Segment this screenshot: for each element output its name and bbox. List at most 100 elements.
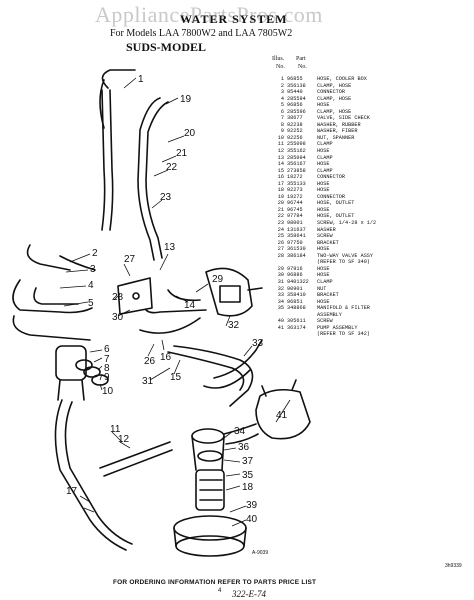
part-no: 358641	[287, 233, 306, 240]
part-no: 348868	[287, 305, 306, 312]
illus-no: 34	[277, 298, 284, 305]
callout-27: 27	[124, 254, 136, 265]
part-no: 273858	[287, 167, 306, 174]
illus-no: 19	[277, 193, 284, 200]
part-no: 38677	[287, 115, 303, 122]
part-description: SCREW	[317, 233, 333, 240]
hose-16	[99, 441, 173, 477]
parts-list-row: (REFER TO SF 340)	[272, 259, 468, 266]
hose-12	[54, 399, 127, 551]
parts-list-row: ASSEMBLY	[272, 312, 468, 319]
callout-36: 36	[238, 442, 250, 453]
part-description: CLAMP	[317, 141, 333, 148]
part-description: HOSE, COOLER BOX	[317, 76, 367, 82]
part-no: 96744	[287, 200, 303, 207]
part-no: 97784	[287, 213, 303, 220]
part-no: 96855	[287, 76, 303, 82]
callout-28: 28	[112, 292, 124, 303]
part-description: WASHER	[317, 226, 336, 233]
watermark-text: AppliancePartsPros.com	[95, 2, 323, 27]
callout-7: 7	[104, 354, 110, 365]
part-no: 97750	[287, 239, 303, 246]
part-no: 18272	[287, 193, 303, 200]
illus-no: 9	[280, 128, 284, 135]
header-illus: Illus.	[272, 56, 285, 62]
part-description: HOSE	[317, 265, 330, 272]
catalog-code: 3h9339	[445, 563, 462, 569]
illus-no: 29	[277, 265, 284, 272]
callout-1: 1	[138, 74, 144, 85]
part-no: 358410	[287, 292, 306, 299]
part-description: HOSE	[317, 272, 330, 279]
page-number: 4	[218, 588, 222, 594]
part-description: VALVE, SIDE CHECK	[317, 115, 370, 122]
part-description: CLAMP, HOSE	[317, 95, 352, 102]
part-no: 355162	[287, 148, 306, 155]
part-no: 18272	[287, 174, 303, 181]
part-description: CLAMP	[317, 154, 333, 161]
illus-no: 33	[277, 292, 284, 299]
hose-left-loop	[12, 279, 93, 314]
illus-no: 31	[277, 278, 284, 285]
part-no: 386184	[287, 252, 306, 259]
model-subtitle: For Models LAA 7800W2 and LAA 7805W2	[110, 28, 293, 39]
part-no: 285094	[287, 154, 306, 161]
part-no: 361530	[287, 246, 306, 253]
illus-no: 24	[277, 226, 284, 233]
part-description: CLAMP, HOSE	[317, 108, 352, 115]
callout-9: 9	[104, 372, 110, 383]
hose-left-vertical	[101, 89, 106, 231]
callout-10: 10	[102, 386, 114, 397]
illus-no: 7	[280, 115, 284, 122]
illus-no: 1	[280, 76, 284, 82]
part-description: CONNECTOR	[317, 193, 346, 200]
part-description: HOSE	[317, 148, 330, 155]
part-no: 96851	[287, 298, 303, 305]
illus-no: 18	[277, 187, 284, 194]
callout-14-upper: 14	[184, 300, 196, 311]
callout-13-upper: 13	[164, 242, 176, 253]
callout-17: 17	[66, 486, 78, 497]
callout-11: 11	[110, 424, 121, 435]
illus-no: 12	[277, 148, 284, 155]
illus-no: 26	[277, 239, 284, 246]
part-no: 96745	[287, 206, 303, 213]
hose-33	[213, 339, 263, 379]
callout-26: 26	[144, 356, 156, 367]
bracket-28	[117, 277, 153, 315]
part-no: 285596	[287, 108, 306, 115]
part-description: HOSE	[317, 161, 330, 168]
callout-33: 33	[252, 338, 264, 349]
callout-39: 39	[246, 500, 258, 511]
part-description: BRACKET	[317, 239, 339, 246]
part-no: 92273	[287, 187, 303, 194]
callout-32: 32	[228, 320, 240, 331]
illus-no: 35	[277, 305, 284, 312]
part-no: 355133	[287, 180, 306, 187]
illus-no: 23	[277, 220, 284, 227]
part-description: CONNECTOR	[317, 89, 346, 96]
illus-no: 27	[277, 246, 284, 253]
illus-no: 21	[277, 206, 284, 213]
part-no: 96856	[287, 102, 303, 109]
